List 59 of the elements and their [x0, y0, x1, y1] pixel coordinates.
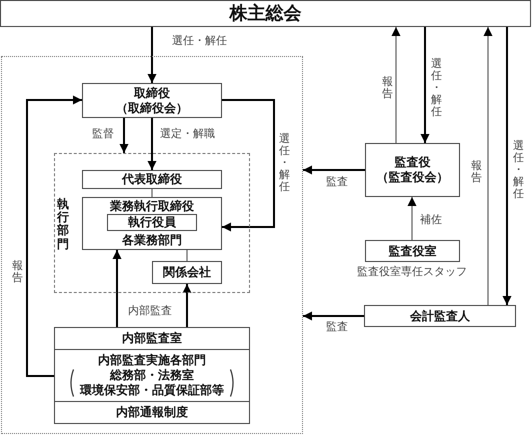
box-label: 代表取締役 — [122, 172, 182, 187]
edge-label: 選任・解任 — [513, 140, 524, 200]
arrow — [484, 27, 492, 305]
arrow — [502, 27, 512, 305]
edge-label: 監督 — [92, 127, 114, 140]
edge-label: 選任・解任 — [431, 58, 442, 118]
box-label: 監査役 — [394, 155, 430, 170]
vertical-group-label: 執行部門 — [57, 198, 69, 251]
box-label: 株主総会 — [230, 2, 302, 24]
org-box — [54, 327, 250, 424]
arrow — [303, 312, 364, 320]
arrow — [112, 250, 122, 327]
connector-line — [186, 250, 188, 261]
edge-label: 選定・解職 — [160, 127, 215, 140]
arrow — [148, 27, 156, 83]
box-label: （取締役会） — [116, 100, 188, 116]
edge-label: 補佐 — [420, 213, 442, 226]
edge-label: 選任・解任 — [279, 133, 290, 194]
org-box — [364, 305, 516, 327]
nested-box — [107, 214, 197, 231]
arrow — [182, 284, 192, 327]
box-label: 内部通報制度 — [116, 405, 188, 420]
arrow — [408, 197, 416, 240]
arrow — [26, 96, 82, 377]
edge-label: 選任・解任 — [172, 34, 227, 47]
org-box — [82, 197, 222, 250]
box-label: 取締役 — [134, 86, 170, 100]
banner-box — [0, 0, 531, 27]
dashed-frame — [54, 153, 250, 293]
box-label: 業務執行取締役 — [110, 199, 194, 214]
arrow — [303, 166, 365, 174]
edge-label: 内部監査 — [128, 304, 172, 317]
box-label: 執行役員 — [128, 215, 176, 230]
org-box — [365, 143, 460, 197]
box-label: 監査役室 — [388, 244, 436, 258]
caption-label: 監査役室専任スタッフ — [357, 265, 467, 278]
edge-label: 報告 — [12, 260, 23, 284]
arrow — [148, 118, 156, 170]
arrow — [392, 27, 400, 143]
edge-label: 監査 — [326, 175, 348, 188]
org-box — [82, 170, 222, 189]
box-label: 内部監査室 — [122, 331, 182, 346]
box-label: 各業務部門 — [122, 233, 182, 248]
box-label: 会計監査人 — [410, 308, 470, 324]
edge-label: 監査 — [326, 320, 348, 333]
org-box — [365, 240, 460, 262]
box-label: 環境保安部・品質保証部等 — [80, 383, 224, 398]
edge-label: 報告 — [382, 76, 393, 100]
edge-label: 報告 — [471, 160, 482, 184]
arrow — [120, 118, 128, 153]
org-box — [152, 261, 222, 284]
org-box — [82, 83, 222, 118]
box-label: 内部監査実施各部門 — [98, 353, 206, 368]
dotted-frame — [1, 56, 303, 434]
box-label: 総務部・法務室 — [110, 368, 194, 383]
arrow — [420, 27, 430, 143]
box-label: 関係会社 — [163, 265, 211, 280]
box-label: （監査役会） — [376, 170, 448, 185]
arrow — [222, 99, 275, 232]
